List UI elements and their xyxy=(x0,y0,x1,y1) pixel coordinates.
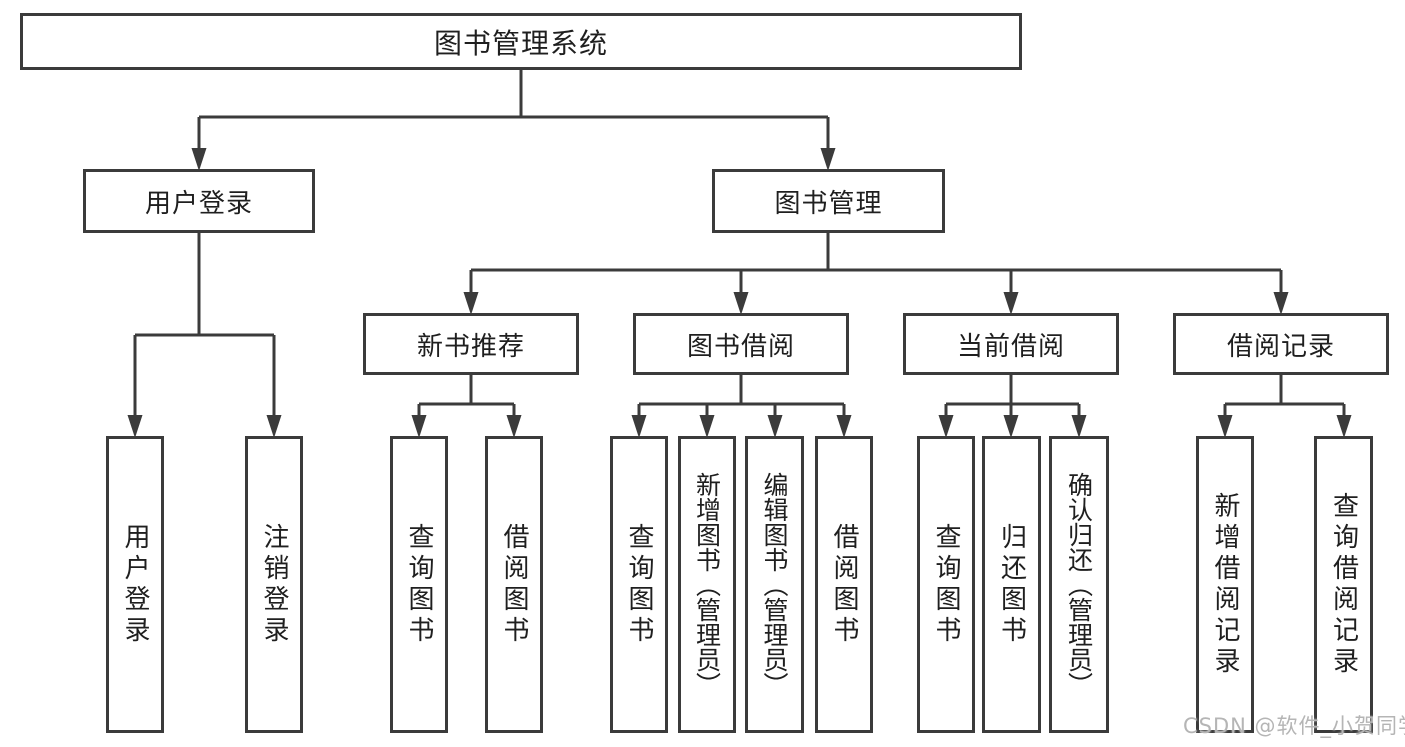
leaf-label: 确认归还（管理员） xyxy=(1064,472,1094,697)
node-new-book-recommendation: 新书推荐 xyxy=(363,313,579,375)
node-label: 当前借阅 xyxy=(956,331,1065,362)
node-book-management: 图书管理 xyxy=(712,169,945,233)
node-label: 用户登录 xyxy=(144,188,253,219)
node-label: 图书管理 xyxy=(774,188,883,219)
leaf-return-book: 归还图书 xyxy=(982,436,1041,733)
node-current-borrowing: 当前借阅 xyxy=(903,313,1119,375)
leaf-borrow-books: 借阅图书 xyxy=(815,436,873,733)
leaf-label: 查询借阅记录 xyxy=(1328,491,1359,678)
leaf-label: 新增借阅记录 xyxy=(1210,491,1240,678)
leaf-query-borrow-record: 查询借阅记录 xyxy=(1314,436,1373,733)
watermark: CSDN @软件_小贺同学 xyxy=(1183,714,1405,738)
leaf-query-books: 查询图书 xyxy=(917,436,975,733)
leaf-label: 归还图书 xyxy=(996,522,1027,647)
connector-lines xyxy=(133,69,1346,416)
node-label: 新书推荐 xyxy=(416,331,525,362)
leaf-label: 借阅图书 xyxy=(499,522,529,647)
leaf-add-borrow-record: 新增借阅记录 xyxy=(1196,436,1254,733)
leaf-label: 查询图书 xyxy=(404,522,434,647)
node-user-login: 用户登录 xyxy=(83,169,315,233)
node-book-borrowing: 图书借阅 xyxy=(633,313,849,375)
leaf-add-book-admin: 新增图书（管理员） xyxy=(678,436,736,733)
root-label: 图书管理系统 xyxy=(433,26,608,60)
leaf-logout: 注销登录 xyxy=(245,436,303,733)
leaf-label: 查询图书 xyxy=(624,522,654,647)
node-borrowing-records: 借阅记录 xyxy=(1173,313,1389,375)
leaf-user-login: 用户登录 xyxy=(106,436,164,733)
arrowhead-icons xyxy=(127,148,1352,438)
node-label: 图书借阅 xyxy=(686,331,795,362)
leaf-label: 查询图书 xyxy=(931,522,961,647)
leaf-edit-book-admin: 编辑图书（管理员） xyxy=(745,436,804,733)
leaf-borrow-books: 借阅图书 xyxy=(485,436,543,733)
leaf-confirm-return-admin: 确认归还（管理员） xyxy=(1049,436,1109,733)
node-library-management-system: 图书管理系统 xyxy=(20,13,1022,70)
leaf-query-books: 查询图书 xyxy=(390,436,448,733)
node-label: 借阅记录 xyxy=(1226,331,1335,362)
leaf-label: 注销登录 xyxy=(259,522,289,647)
leaf-query-books: 查询图书 xyxy=(610,436,668,733)
leaf-label: 借阅图书 xyxy=(829,522,859,647)
leaf-label: 新增图书（管理员） xyxy=(692,472,722,697)
leaf-label: 用户登录 xyxy=(120,522,150,647)
leaf-label: 编辑图书（管理员） xyxy=(760,472,789,697)
